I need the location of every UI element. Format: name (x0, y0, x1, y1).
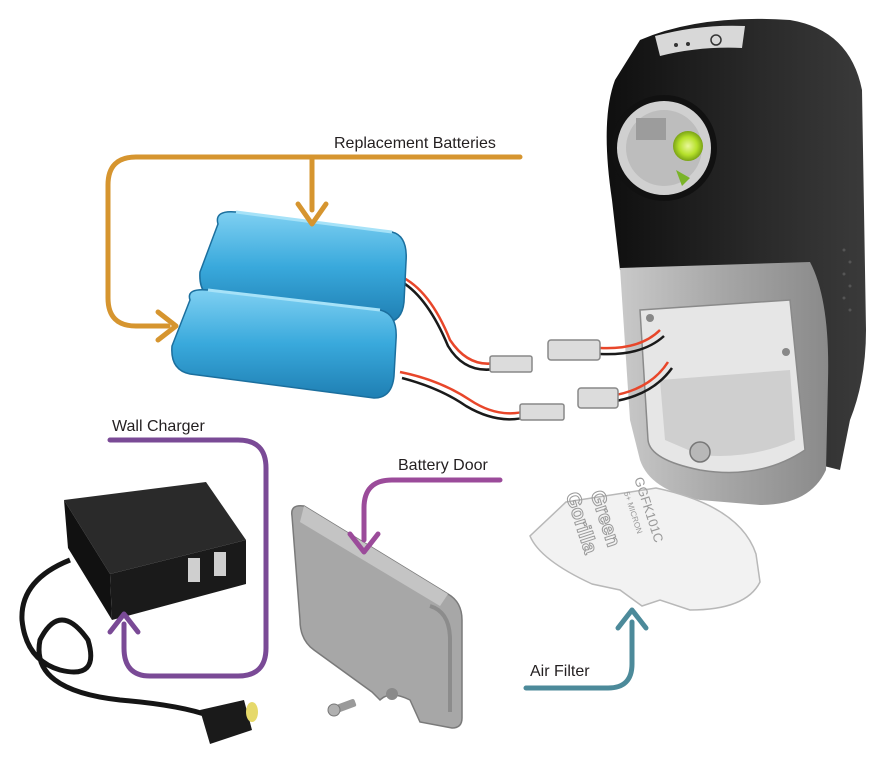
battery-connectors (489, 339, 619, 421)
green-lens-icon (673, 131, 703, 161)
door-arrowhead-icon (347, 531, 381, 555)
filter-callout (523, 619, 635, 691)
air-filter: GGFK101C 5+ MICRON Green Gorilla (529, 475, 761, 611)
wall-charger (19, 482, 258, 744)
battery-wires (399, 274, 674, 421)
connector-socket (577, 387, 619, 409)
batteries-arrowhead-icon (155, 309, 179, 343)
indicator-light-icon (674, 43, 678, 47)
power-button-icon (710, 34, 722, 46)
screw-hole (782, 348, 790, 356)
lens-tab (676, 170, 690, 186)
door-screw-hole (386, 688, 398, 700)
grinder-device (606, 18, 866, 505)
label-battery-door: Battery Door (398, 457, 488, 474)
charger-prong (214, 552, 226, 576)
connector-socket (547, 339, 601, 361)
charger-callout (107, 437, 269, 679)
charger-plug-tip (200, 700, 252, 744)
connector-plug (489, 355, 533, 373)
door-screw (327, 699, 357, 717)
light-bracket (636, 118, 666, 140)
connector-plug (519, 403, 565, 421)
door-callout (361, 477, 503, 543)
screw-post (689, 441, 711, 463)
indicator-light-icon (686, 42, 690, 46)
battery-bottom (171, 288, 397, 399)
vent-holes (842, 248, 852, 312)
label-replacement-batteries: Replacement Batteries (334, 135, 496, 152)
device-top-panel (655, 25, 745, 56)
charger-prong (188, 558, 200, 582)
filter-arrowhead-icon (615, 607, 649, 631)
charger-arrowhead-icon (107, 611, 141, 635)
batteries-callout (105, 154, 523, 329)
battery-door (291, 504, 463, 729)
batteries-arrowhead-icon (295, 201, 329, 227)
charger-pin (246, 702, 258, 722)
label-air-filter: Air Filter (530, 663, 590, 680)
screw-hole (646, 314, 654, 322)
label-wall-charger: Wall Charger (112, 418, 205, 435)
